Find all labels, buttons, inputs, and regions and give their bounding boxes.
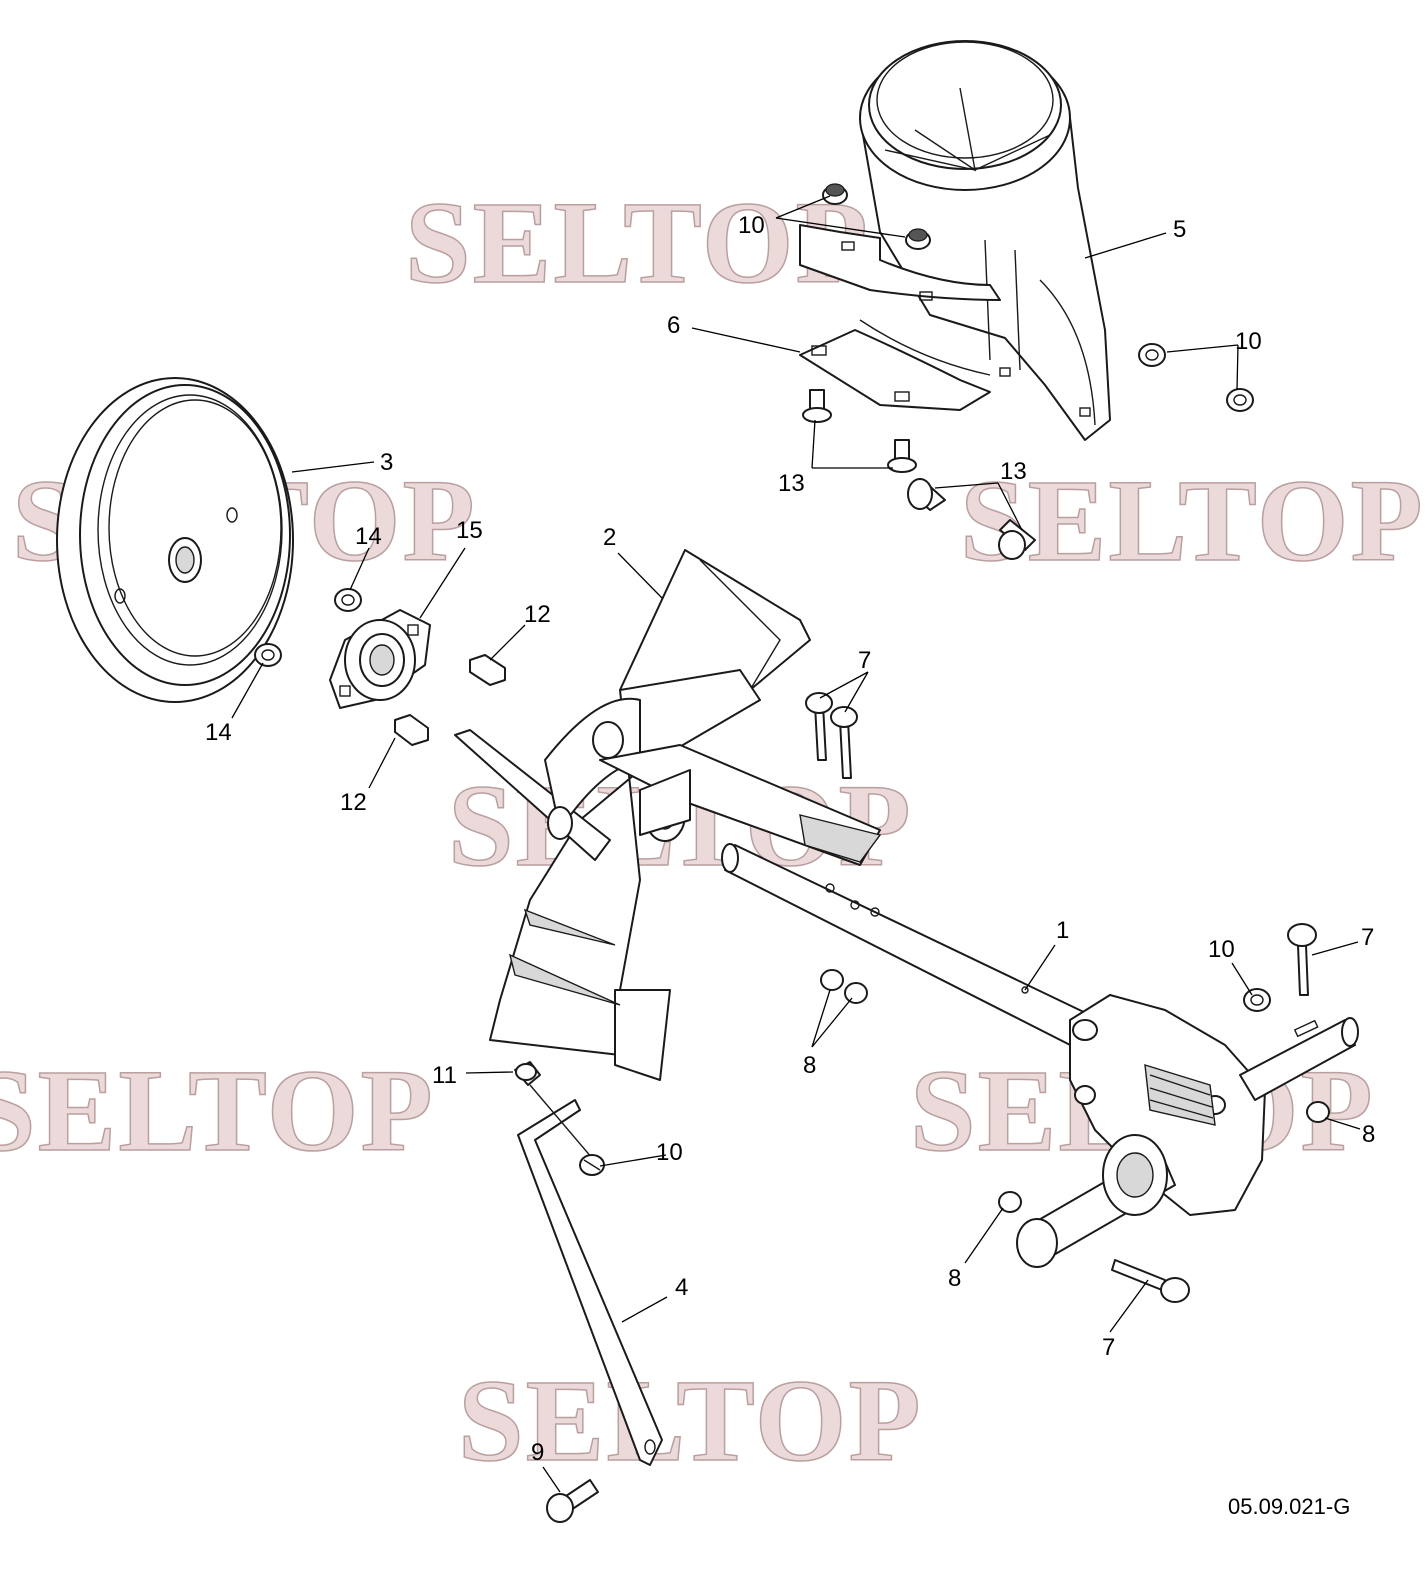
pin-9 — [546, 1479, 599, 1523]
callouts: 1 2 3 4 5 6 7 7 7 8 8 8 9 10 10 10 10 11… — [205, 212, 1375, 1466]
callout-1: 1 — [1056, 917, 1069, 944]
callout-7-upper: 7 — [858, 647, 871, 674]
part-2-frame — [454, 549, 882, 1081]
watermark-top: SELTOP — [405, 177, 870, 308]
callout-12-lower: 12 — [340, 789, 367, 816]
nuts-8 — [820, 969, 1330, 1213]
part-3-pulley — [56, 377, 294, 703]
nuts-14 — [254, 588, 362, 667]
part-4-rod — [517, 1084, 663, 1466]
callout-8-right: 8 — [1362, 1121, 1375, 1148]
part-15-flange-bearing — [329, 609, 431, 709]
part-1-shaft-gearbox — [721, 843, 1359, 1268]
callout-7-right: 7 — [1361, 924, 1374, 951]
nuts-10-right — [1138, 343, 1254, 412]
callout-10-top: 10 — [738, 212, 765, 239]
watermarks: SELTOP SELTOP SELTOP SELTOP SELTOP SELTO… — [0, 176, 1425, 1487]
callout-10-rod: 10 — [656, 1139, 683, 1166]
watermark-mid-right: SELTOP — [960, 455, 1425, 586]
callout-12-upper: 12 — [524, 601, 551, 628]
callout-5: 5 — [1173, 216, 1186, 243]
nut-10-gearbox — [1243, 988, 1271, 1012]
callout-14-lower: 14 — [205, 719, 232, 746]
callout-14-upper: 14 — [355, 523, 382, 550]
rivets-13 — [802, 389, 1036, 560]
callout-3: 3 — [380, 449, 393, 476]
callout-13-left: 13 — [778, 470, 805, 497]
callout-8-lower: 8 — [948, 1265, 961, 1292]
watermark-bottom: SELTOP — [458, 1355, 923, 1486]
watermark-lower-left: SELTOP — [0, 1045, 435, 1176]
callout-9: 9 — [531, 1439, 544, 1466]
callout-10-right: 10 — [1235, 328, 1262, 355]
callout-10-gearbox: 10 — [1208, 936, 1235, 963]
callout-8-center: 8 — [803, 1052, 816, 1079]
callout-2: 2 — [603, 524, 616, 551]
part-5-chute — [859, 40, 1111, 441]
bolt-11-nut-10 — [514, 1061, 605, 1176]
callout-4: 4 — [675, 1274, 688, 1301]
callout-13-right: 13 — [1000, 458, 1027, 485]
bolts-12 — [394, 654, 506, 746]
callout-11: 11 — [432, 1062, 457, 1089]
nuts-10-top — [822, 183, 931, 250]
callout-6: 6 — [667, 312, 680, 339]
part-6-bracket — [799, 224, 1001, 411]
leader-lines — [231, 195, 1361, 1493]
callout-7-lower: 7 — [1102, 1334, 1115, 1361]
bolts-7 — [805, 692, 1317, 1303]
callout-15: 15 — [456, 517, 483, 544]
document-code: 05.09.021-G — [1228, 1494, 1350, 1519]
